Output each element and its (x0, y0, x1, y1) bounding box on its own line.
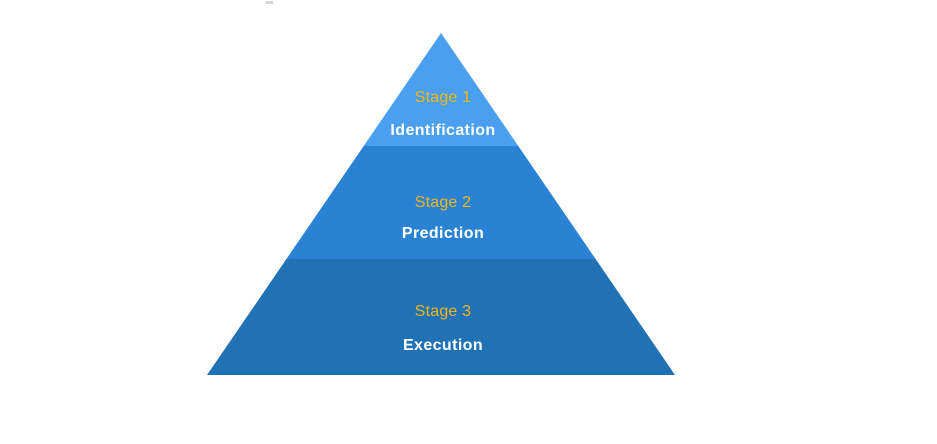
stage3-label: Stage 3 (414, 303, 472, 320)
pyramid-stage1-shape (363, 33, 519, 146)
stage1-name: Identification (390, 122, 496, 139)
stage2-label: Stage 2 (414, 194, 472, 211)
pyramid-stage3-shape (207, 259, 675, 375)
pyramid-stage2-shape (286, 146, 596, 259)
cropped-text-artifact (266, 1, 273, 4)
stage1-label: Stage 1 (414, 89, 472, 106)
stage3-name: Execution (402, 337, 484, 354)
stage2-name: Prediction (401, 225, 485, 242)
